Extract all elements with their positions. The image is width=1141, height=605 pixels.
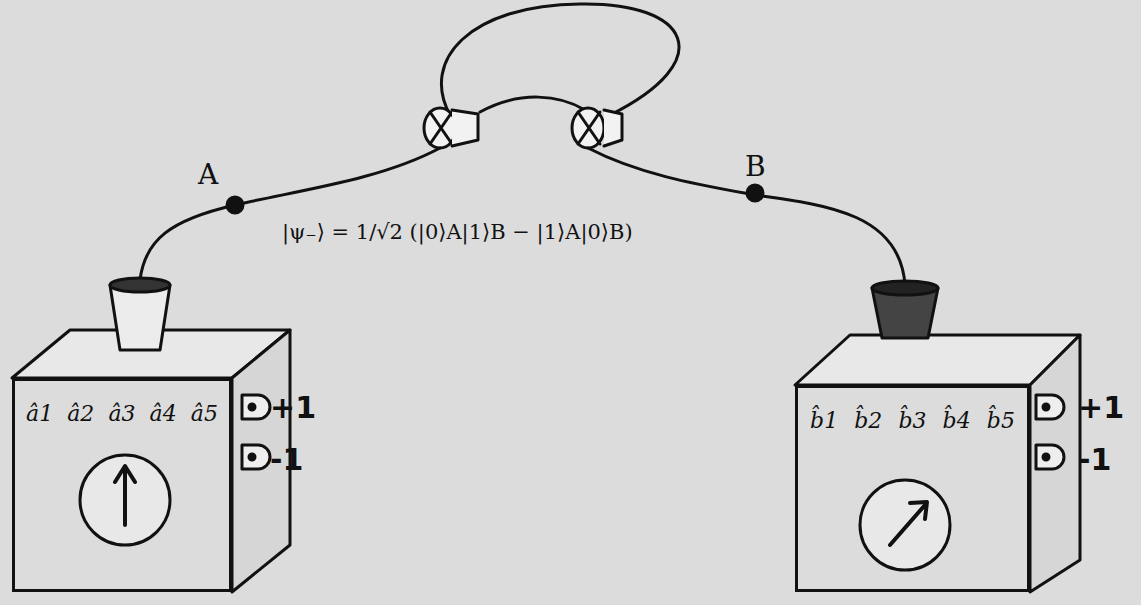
outcome-label: -1 xyxy=(1078,442,1111,477)
point-label: B xyxy=(745,150,766,183)
detector-front-face: b̂1 b̂2 b̂3 b̂4 b̂5 xyxy=(795,385,1030,592)
source-cone xyxy=(424,108,478,148)
outcome-label: +1 xyxy=(270,390,316,425)
state-formula: |ψ₋⟩ = 1/√2 (|0⟩A|1⟩B − |1⟩A|0⟩B) xyxy=(282,220,633,244)
point-label: A xyxy=(198,158,218,191)
setting-label: â1 xyxy=(26,401,53,426)
setting-label: b̂1 xyxy=(810,408,838,433)
setting-label: â3 xyxy=(108,401,135,426)
fiber-wire xyxy=(140,148,440,280)
setting-label: b̂2 xyxy=(854,408,882,433)
fiber-loop xyxy=(480,97,585,112)
detector-front-face: â1 â2 â3 â4 â5 xyxy=(12,378,232,592)
setting-label: b̂3 xyxy=(898,408,926,433)
source-cone xyxy=(572,108,622,148)
fiber-loop xyxy=(441,4,679,115)
setting-label: â2 xyxy=(67,401,94,426)
detector-box xyxy=(795,281,1080,592)
setting-label: b̂4 xyxy=(943,408,971,433)
setting-label: b̂5 xyxy=(987,408,1015,433)
setting-label: â4 xyxy=(150,401,177,426)
outcome-label: +1 xyxy=(1078,390,1124,425)
outcome-label: -1 xyxy=(270,442,303,477)
setting-label: â5 xyxy=(191,401,218,426)
detector-box xyxy=(12,278,290,592)
point-marker xyxy=(227,197,243,213)
point-marker xyxy=(747,185,763,201)
fiber-wire xyxy=(588,148,905,285)
